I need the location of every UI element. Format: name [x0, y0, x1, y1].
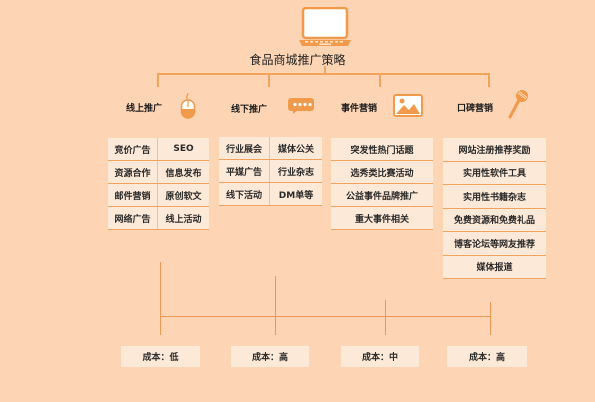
cost-badge-offline: 成本：高: [231, 346, 309, 367]
cost-badge-online: 成本：低: [121, 346, 200, 367]
offline-strategy-grid: 行业展会 媒体公关 平媒广告 行业杂志 线下活动 DM单等: [219, 137, 322, 206]
grid-cell: 网络广告: [108, 207, 158, 229]
grid-cell: 信息发布: [158, 161, 209, 183]
list-item: 重大事件相关: [331, 207, 433, 230]
cost-badge-wom: 成本：高: [447, 346, 527, 367]
top-connector-line: [157, 73, 490, 75]
image-icon: [393, 94, 423, 117]
grid-cell: SEO: [158, 138, 209, 160]
grid-cell: 行业展会: [219, 137, 270, 159]
grid-row: 邮件营销 原创软文: [108, 184, 209, 207]
title-connector: [324, 66, 326, 74]
cost-connector-2: [275, 276, 276, 335]
online-strategy-grid: 竞价广告 SEO 资源合作 信息发布 邮件营销 原创软文 网络广告 线上活动: [108, 138, 209, 230]
list-item: 实用性软件工具: [443, 161, 546, 185]
grid-cell: 行业杂志: [270, 160, 322, 182]
branch-line-2: [268, 73, 270, 87]
grid-row: 竞价广告 SEO: [108, 138, 209, 161]
list-item: 博客论坛等网友推荐: [443, 232, 546, 256]
cost-connector-1: [160, 262, 161, 335]
page-title: 食品商城推广策略: [249, 53, 346, 67]
list-item: 媒体报道: [443, 255, 546, 279]
list-item: 公益事件品牌推广: [331, 184, 433, 207]
laptop-icon: [297, 6, 353, 47]
wom-strategy-list: 网站注册推荐奖励 实用性软件工具 实用性书籍杂志 免费资源和免费礼品 博客论坛等…: [443, 138, 546, 279]
grid-cell: 线上活动: [158, 207, 209, 229]
chat-bubble-icon: [287, 97, 315, 114]
grid-cell: DM单等: [270, 183, 322, 205]
grid-row: 资源合作 信息发布: [108, 161, 209, 184]
microphone-icon: [505, 89, 531, 119]
grid-cell: 平媒广告: [219, 160, 270, 182]
list-item: 免费资源和免费礼品: [443, 208, 546, 232]
list-item: 实用性书籍杂志: [443, 185, 546, 209]
event-strategy-list: 突发性热门话题 选秀类比赛活动 公益事件品牌推广 重大事件相关: [331, 138, 433, 230]
list-item: 选秀类比赛活动: [331, 161, 433, 184]
category-label-event: 事件营销: [341, 104, 378, 114]
grid-row: 平媒广告 行业杂志: [219, 160, 322, 183]
branch-line-1: [157, 73, 159, 87]
list-item: 网站注册推荐奖励: [443, 138, 546, 162]
grid-cell: 线下活动: [219, 183, 270, 205]
branch-line-3: [379, 73, 381, 87]
category-label-wom: 口碑营销: [457, 104, 494, 114]
branch-line-4: [488, 73, 490, 87]
grid-row: 网络广告 线上活动: [108, 207, 209, 230]
grid-cell: 媒体公关: [270, 137, 322, 159]
grid-cell: 资源合作: [108, 161, 158, 183]
mouse-icon: [180, 92, 196, 120]
grid-row: 行业展会 媒体公关: [219, 137, 322, 160]
cost-bottom-line: [160, 316, 491, 317]
cost-connector-4: [490, 302, 491, 335]
cost-badge-event: 成本：中: [341, 346, 419, 367]
grid-row: 线下活动 DM单等: [219, 183, 322, 206]
category-label-online: 线上推广: [126, 104, 163, 114]
category-label-offline: 线下推广: [231, 105, 268, 115]
list-item: 突发性热门话题: [331, 138, 433, 161]
grid-cell: 邮件营销: [108, 184, 158, 206]
grid-cell: 竞价广告: [108, 138, 158, 160]
cost-connector-3: [385, 300, 386, 335]
grid-cell: 原创软文: [158, 184, 209, 206]
